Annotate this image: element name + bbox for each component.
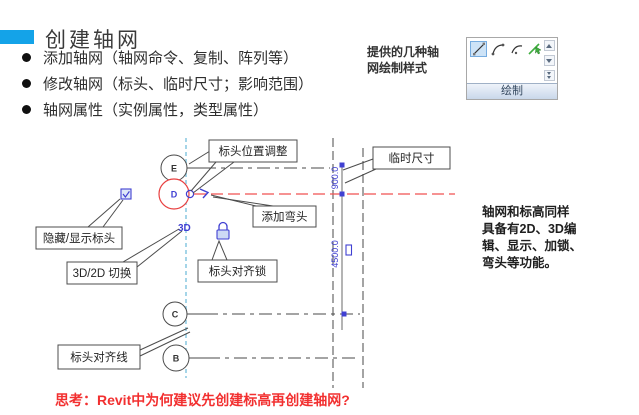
list-item: 轴网属性（实例属性，类型属性）	[22, 101, 313, 119]
dimension-handle	[339, 162, 345, 168]
bubble-drag-handle	[185, 189, 195, 199]
temp-dimension-value: 4500.0	[330, 240, 340, 268]
draw-panel-label: 绘制	[467, 83, 557, 99]
scroll-down-icon[interactable]	[543, 55, 555, 66]
side-note: 轴网和标高同样 具备有2D、3D编 辑、显示、加锁、 弯头等功能。	[482, 204, 582, 272]
dimension-handle	[339, 191, 345, 197]
make-permanent-icon	[345, 244, 353, 256]
start-end-radius-arc-icon[interactable]	[489, 41, 506, 57]
side-note-line: 弯头等功能。	[482, 256, 558, 270]
scroll-more-icon[interactable]	[543, 70, 555, 81]
footer-question: 思考：Revit中为何建议先创建标高再创建轴网?	[55, 392, 350, 408]
callout-header-position: 标头位置调整	[188, 139, 298, 194]
show-header-checkbox-icon	[120, 188, 132, 200]
center-ends-arc-icon[interactable]	[508, 41, 525, 57]
svg-text:标头位置调整: 标头位置调整	[219, 144, 288, 158]
add-elbow-icon	[199, 188, 210, 199]
svg-text:标头对齐线: 标头对齐线	[70, 350, 128, 364]
callout-header-align-lock: 标头对齐锁	[197, 239, 278, 283]
view-mode-label: 3D	[178, 223, 191, 234]
accent-bar	[0, 30, 34, 44]
bullet-text: 添加轴网（轴网命令、复制、阵列等）	[43, 49, 299, 67]
draw-panel-note: 提供的几种轴网绘制样式	[367, 45, 440, 75]
bullet-icon	[22, 104, 31, 114]
temp-dimension-value: 900.0	[330, 167, 340, 190]
grid-bubble-label: C	[172, 310, 179, 320]
bullet-icon	[22, 78, 31, 88]
svg-text:添加弯头: 添加弯头	[262, 210, 308, 224]
bullet-text: 轴网属性（实例属性，类型属性）	[43, 101, 269, 119]
line-tool-icon[interactable]	[470, 41, 487, 57]
scroll-up-icon[interactable]	[543, 40, 555, 51]
side-note-line: 轴网和标高同样	[482, 205, 570, 219]
panel-scrollbar[interactable]	[543, 40, 555, 81]
callout-header-align-line: 标头对齐线	[57, 327, 191, 370]
selected-grid-bubble	[158, 178, 190, 210]
callout-temp-dimension: 临时尺寸	[342, 146, 451, 184]
bullet-list: 添加轴网（轴网命令、复制、阵列等） 修改轴网（标头、临时尺寸；影响范围） 轴网属…	[22, 49, 313, 127]
callout-3d-2d-toggle: 3D/2D 切换	[66, 228, 183, 285]
side-note-line: 具备有2D、3D编	[482, 222, 577, 236]
svg-text:标头对齐锁: 标头对齐锁	[209, 264, 267, 278]
draw-panel-body	[467, 38, 557, 83]
side-note-line: 辑、显示、加锁、	[482, 239, 583, 253]
pick-lines-icon[interactable]	[527, 41, 544, 57]
page-title: 创建轴网	[45, 28, 141, 52]
svg-text:临时尺寸: 临时尺寸	[389, 151, 435, 165]
dimension-handle	[341, 311, 347, 317]
svg-text:3D/2D 切换: 3D/2D 切换	[73, 266, 132, 280]
list-item: 添加轴网（轴网命令、复制、阵列等）	[22, 49, 313, 67]
bullet-text: 修改轴网（标头、临时尺寸；影响范围）	[43, 75, 314, 93]
callout-add-elbow: 添加弯头	[210, 194, 317, 228]
draw-tools	[470, 41, 544, 57]
callout-hide-show-header: 隐藏/显示标头	[35, 198, 124, 250]
align-lock-icon	[216, 221, 230, 240]
grid-bubble-label: D	[171, 190, 178, 200]
svg-text:隐藏/显示标头: 隐藏/显示标头	[43, 232, 115, 245]
list-item: 修改轴网（标头、临时尺寸；影响范围）	[22, 75, 314, 93]
bullet-icon	[22, 52, 31, 62]
draw-panel: 绘制	[466, 37, 558, 100]
grid-bubble-label: B	[173, 354, 180, 364]
grid-bubble-label: E	[171, 164, 177, 174]
